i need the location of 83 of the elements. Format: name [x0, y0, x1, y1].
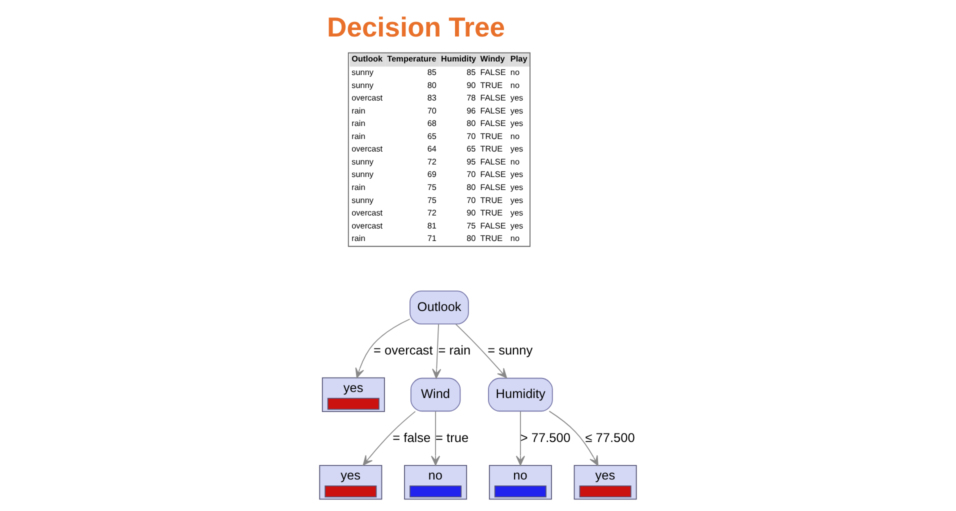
edge-label: = rain: [438, 342, 471, 358]
label: 80: [466, 182, 476, 192]
label: FALSE: [480, 119, 506, 128]
diagram-title: Decision Tree: [326, 11, 505, 42]
label: 75: [466, 221, 476, 230]
label: 96: [466, 106, 476, 116]
label: no: [510, 132, 520, 141]
label: TRUE: [480, 234, 503, 244]
label: FALSE: [480, 182, 506, 192]
label: yes: [510, 119, 524, 128]
label: no: [510, 68, 520, 77]
label: 80: [466, 119, 476, 128]
label: yes: [510, 208, 524, 218]
label: 65: [427, 132, 436, 141]
label: Humidity: [441, 54, 476, 64]
label: 70: [466, 170, 476, 180]
label: 72: [427, 157, 436, 166]
label: FALSE: [480, 106, 506, 116]
label: no: [510, 234, 520, 244]
edge-label: = sunny: [488, 342, 533, 358]
edge-label: ≤ 77.500: [585, 430, 635, 445]
label: rain: [352, 106, 366, 116]
label: 69: [427, 170, 436, 180]
label: 71: [427, 234, 436, 244]
label: 70: [466, 196, 476, 205]
label: yes: [510, 221, 524, 230]
label: sunny: [352, 170, 374, 180]
label: FALSE: [480, 68, 506, 77]
label: 90: [466, 208, 476, 218]
label: rain: [352, 182, 366, 192]
label: TRUE: [480, 80, 503, 90]
label: TRUE: [480, 196, 503, 205]
label: 78: [466, 94, 476, 103]
label: 75: [427, 182, 436, 192]
label: FALSE: [480, 157, 506, 166]
label: FALSE: [480, 221, 506, 230]
label: Outlook: [352, 54, 383, 64]
label: no: [510, 80, 520, 90]
label: 70: [427, 106, 436, 116]
label: FALSE: [480, 170, 506, 180]
label: overcast: [352, 94, 383, 103]
label: Play: [510, 54, 528, 64]
label: 65: [466, 144, 476, 154]
edge-label: = true: [436, 430, 469, 445]
edge-label: = overcast: [374, 342, 433, 358]
label: 83: [427, 94, 436, 103]
label: rain: [352, 234, 366, 244]
label: TRUE: [480, 144, 503, 154]
edge-label: = false: [392, 430, 431, 445]
label: yes: [510, 170, 524, 180]
label: FALSE: [480, 94, 506, 103]
label: yes: [510, 182, 524, 192]
label: sunny: [352, 80, 374, 90]
label: 68: [427, 119, 436, 128]
label: 75: [427, 196, 436, 205]
label: 80: [466, 234, 476, 244]
label: Windy: [480, 54, 505, 64]
label: TRUE: [480, 132, 503, 141]
label: 72: [427, 208, 436, 218]
label: no: [510, 157, 520, 166]
label: 85: [466, 68, 476, 77]
label: 95: [466, 157, 476, 166]
edge-label: > 77.500: [520, 430, 570, 445]
label: overcast: [352, 144, 383, 154]
label: 81: [427, 221, 436, 230]
label: 80: [427, 80, 436, 90]
label: sunny: [352, 157, 374, 166]
label: yes: [510, 106, 524, 116]
label: rain: [352, 132, 366, 141]
label: yes: [510, 196, 524, 205]
label: TRUE: [480, 208, 503, 218]
label: 64: [427, 144, 436, 154]
label: sunny: [352, 68, 374, 77]
label: rain: [352, 119, 366, 128]
label: sunny: [352, 196, 374, 205]
label: overcast: [352, 221, 383, 230]
label: Temperature: [387, 54, 436, 64]
label: 90: [466, 80, 476, 90]
label: yes: [510, 94, 524, 103]
label: yes: [510, 144, 524, 154]
label: 70: [466, 132, 476, 141]
label: 85: [427, 68, 436, 77]
label: overcast: [352, 208, 383, 218]
